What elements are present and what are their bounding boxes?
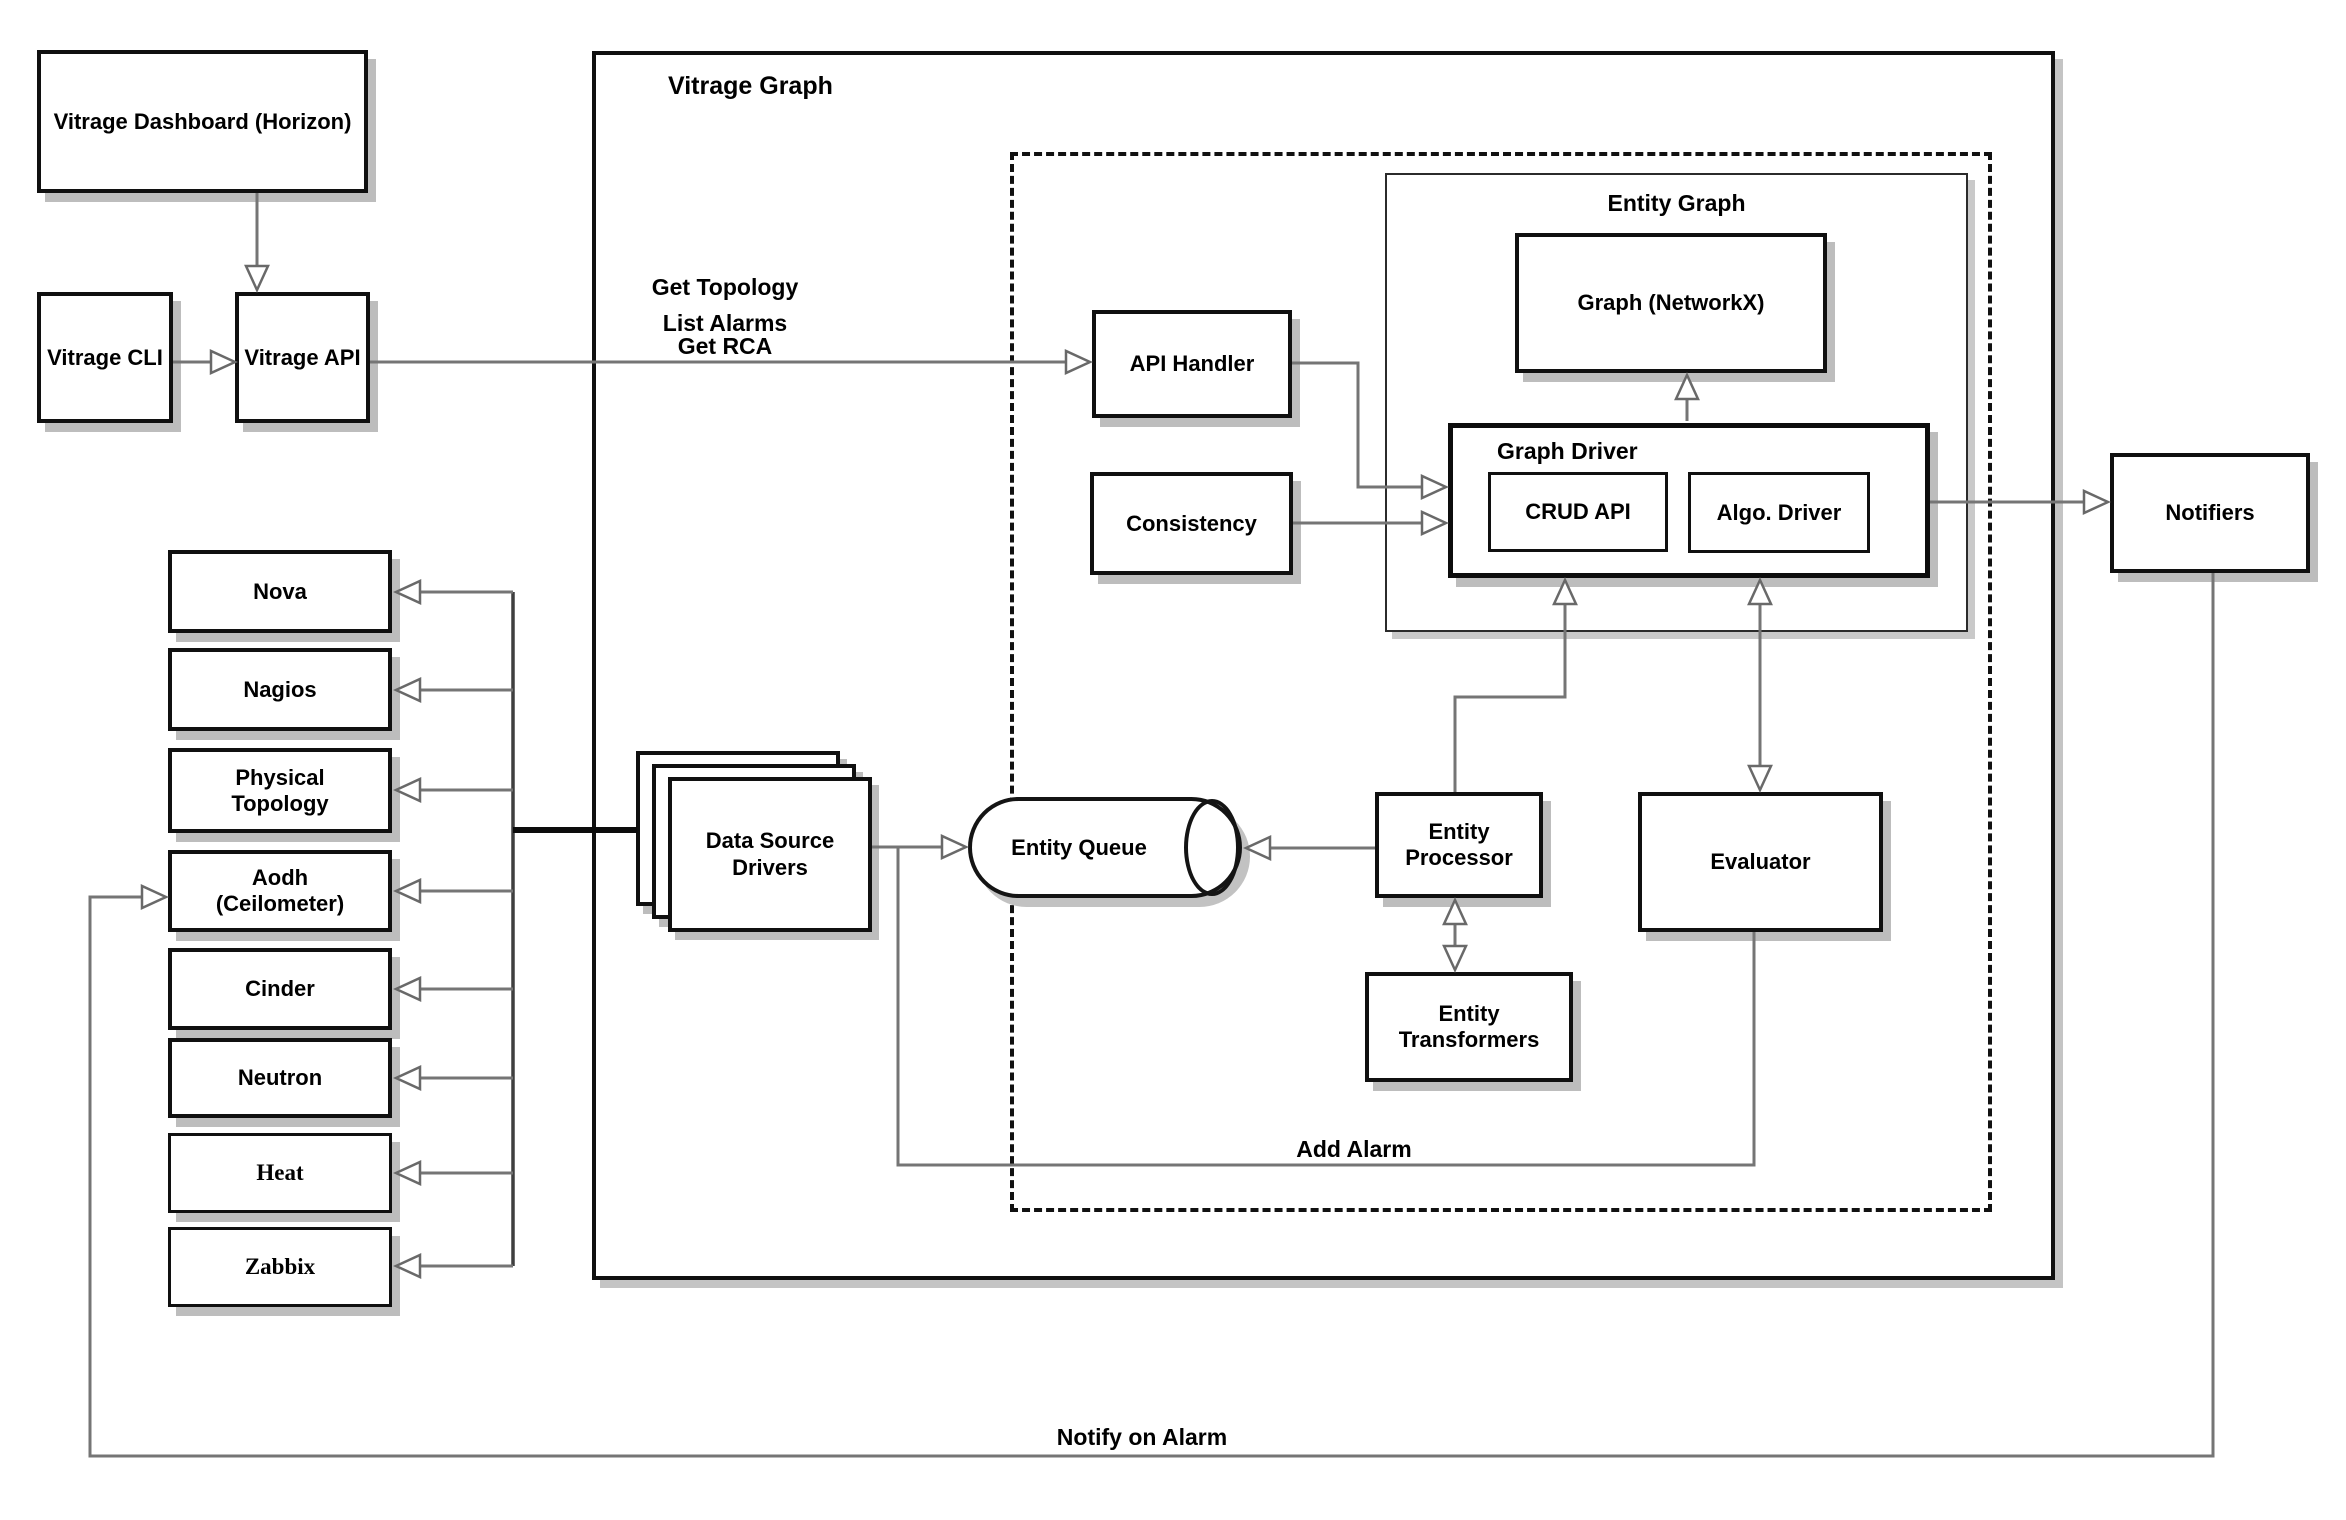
get-rca-label: Get RCA xyxy=(677,333,773,359)
graph-driver-title: Graph Driver xyxy=(1497,438,1638,464)
node-entity-transformers: Entity Transformers xyxy=(1365,972,1573,1082)
node-crud-api: CRUD API xyxy=(1488,472,1668,552)
arrowhead-into-cinder xyxy=(392,976,422,1002)
node-vitrage-cli: Vitrage CLI xyxy=(37,292,173,423)
data-source-nagios: Nagios xyxy=(168,648,392,731)
entity-queue-label: Entity Queue xyxy=(1011,834,1147,860)
arrowhead-into-nova xyxy=(392,579,422,605)
list-alarms-label: List Alarms xyxy=(662,310,788,336)
node-vitrage-dashboard: Vitrage Dashboard (Horizon) xyxy=(37,50,368,193)
node-notifiers: Notifiers xyxy=(2110,453,2310,573)
node-graph-networkx: Graph (NetworkX) xyxy=(1515,233,1827,373)
data-source-neutron: Neutron xyxy=(168,1038,392,1118)
data-source-nova: Nova xyxy=(168,550,392,633)
line-bus-branches xyxy=(420,590,513,1268)
node-data-source-drivers: Data Source Drivers xyxy=(636,751,876,936)
arrowhead-into-physical-topology xyxy=(392,777,422,803)
node-entity-processor: Entity Processor xyxy=(1375,792,1543,898)
add-alarm-label: Add Alarm xyxy=(1296,1136,1412,1162)
arrowhead-into-neutron xyxy=(392,1065,422,1091)
node-consistency: Consistency xyxy=(1090,472,1293,575)
notify-on-alarm-label: Notify on Alarm xyxy=(1056,1424,1228,1450)
data-source-heat: Heat xyxy=(168,1133,392,1213)
arrowhead-into-heat xyxy=(392,1160,422,1186)
arrowhead-into-vitrage-api-left xyxy=(209,349,239,375)
entity-graph-title: Entity Graph xyxy=(1607,190,1746,216)
node-algo-driver: Algo. Driver xyxy=(1688,472,1870,553)
get-topology-label: Get Topology xyxy=(651,274,799,300)
node-entity-queue: Entity Queue xyxy=(968,797,1242,898)
arrowhead-into-aodh-bus xyxy=(392,878,422,904)
arrowhead-into-zabbix xyxy=(392,1253,422,1279)
node-vitrage-api: Vitrage API xyxy=(235,292,370,423)
node-api-handler: API Handler xyxy=(1092,310,1292,418)
arrowhead-into-nagios xyxy=(392,677,422,703)
arrowhead-into-notifiers xyxy=(2082,489,2112,515)
data-source-cinder: Cinder xyxy=(168,948,392,1030)
arrowhead-into-aodh xyxy=(140,884,170,910)
arrowhead-into-vitrage-api-top xyxy=(244,264,270,294)
data-source-aodh-ceilometer: Aodh (Ceilometer) xyxy=(168,850,392,932)
api-calls-label: Get Topology List Alarms Get RCA xyxy=(615,274,835,358)
data-source-drivers-sheet-front: Data Source Drivers xyxy=(668,777,872,932)
node-evaluator: Evaluator xyxy=(1638,792,1883,932)
vitrage-graph-title: Vitrage Graph xyxy=(668,72,833,100)
data-source-zabbix: Zabbix xyxy=(168,1227,392,1307)
data-source-physical-topology: Physical Topology xyxy=(168,748,392,833)
